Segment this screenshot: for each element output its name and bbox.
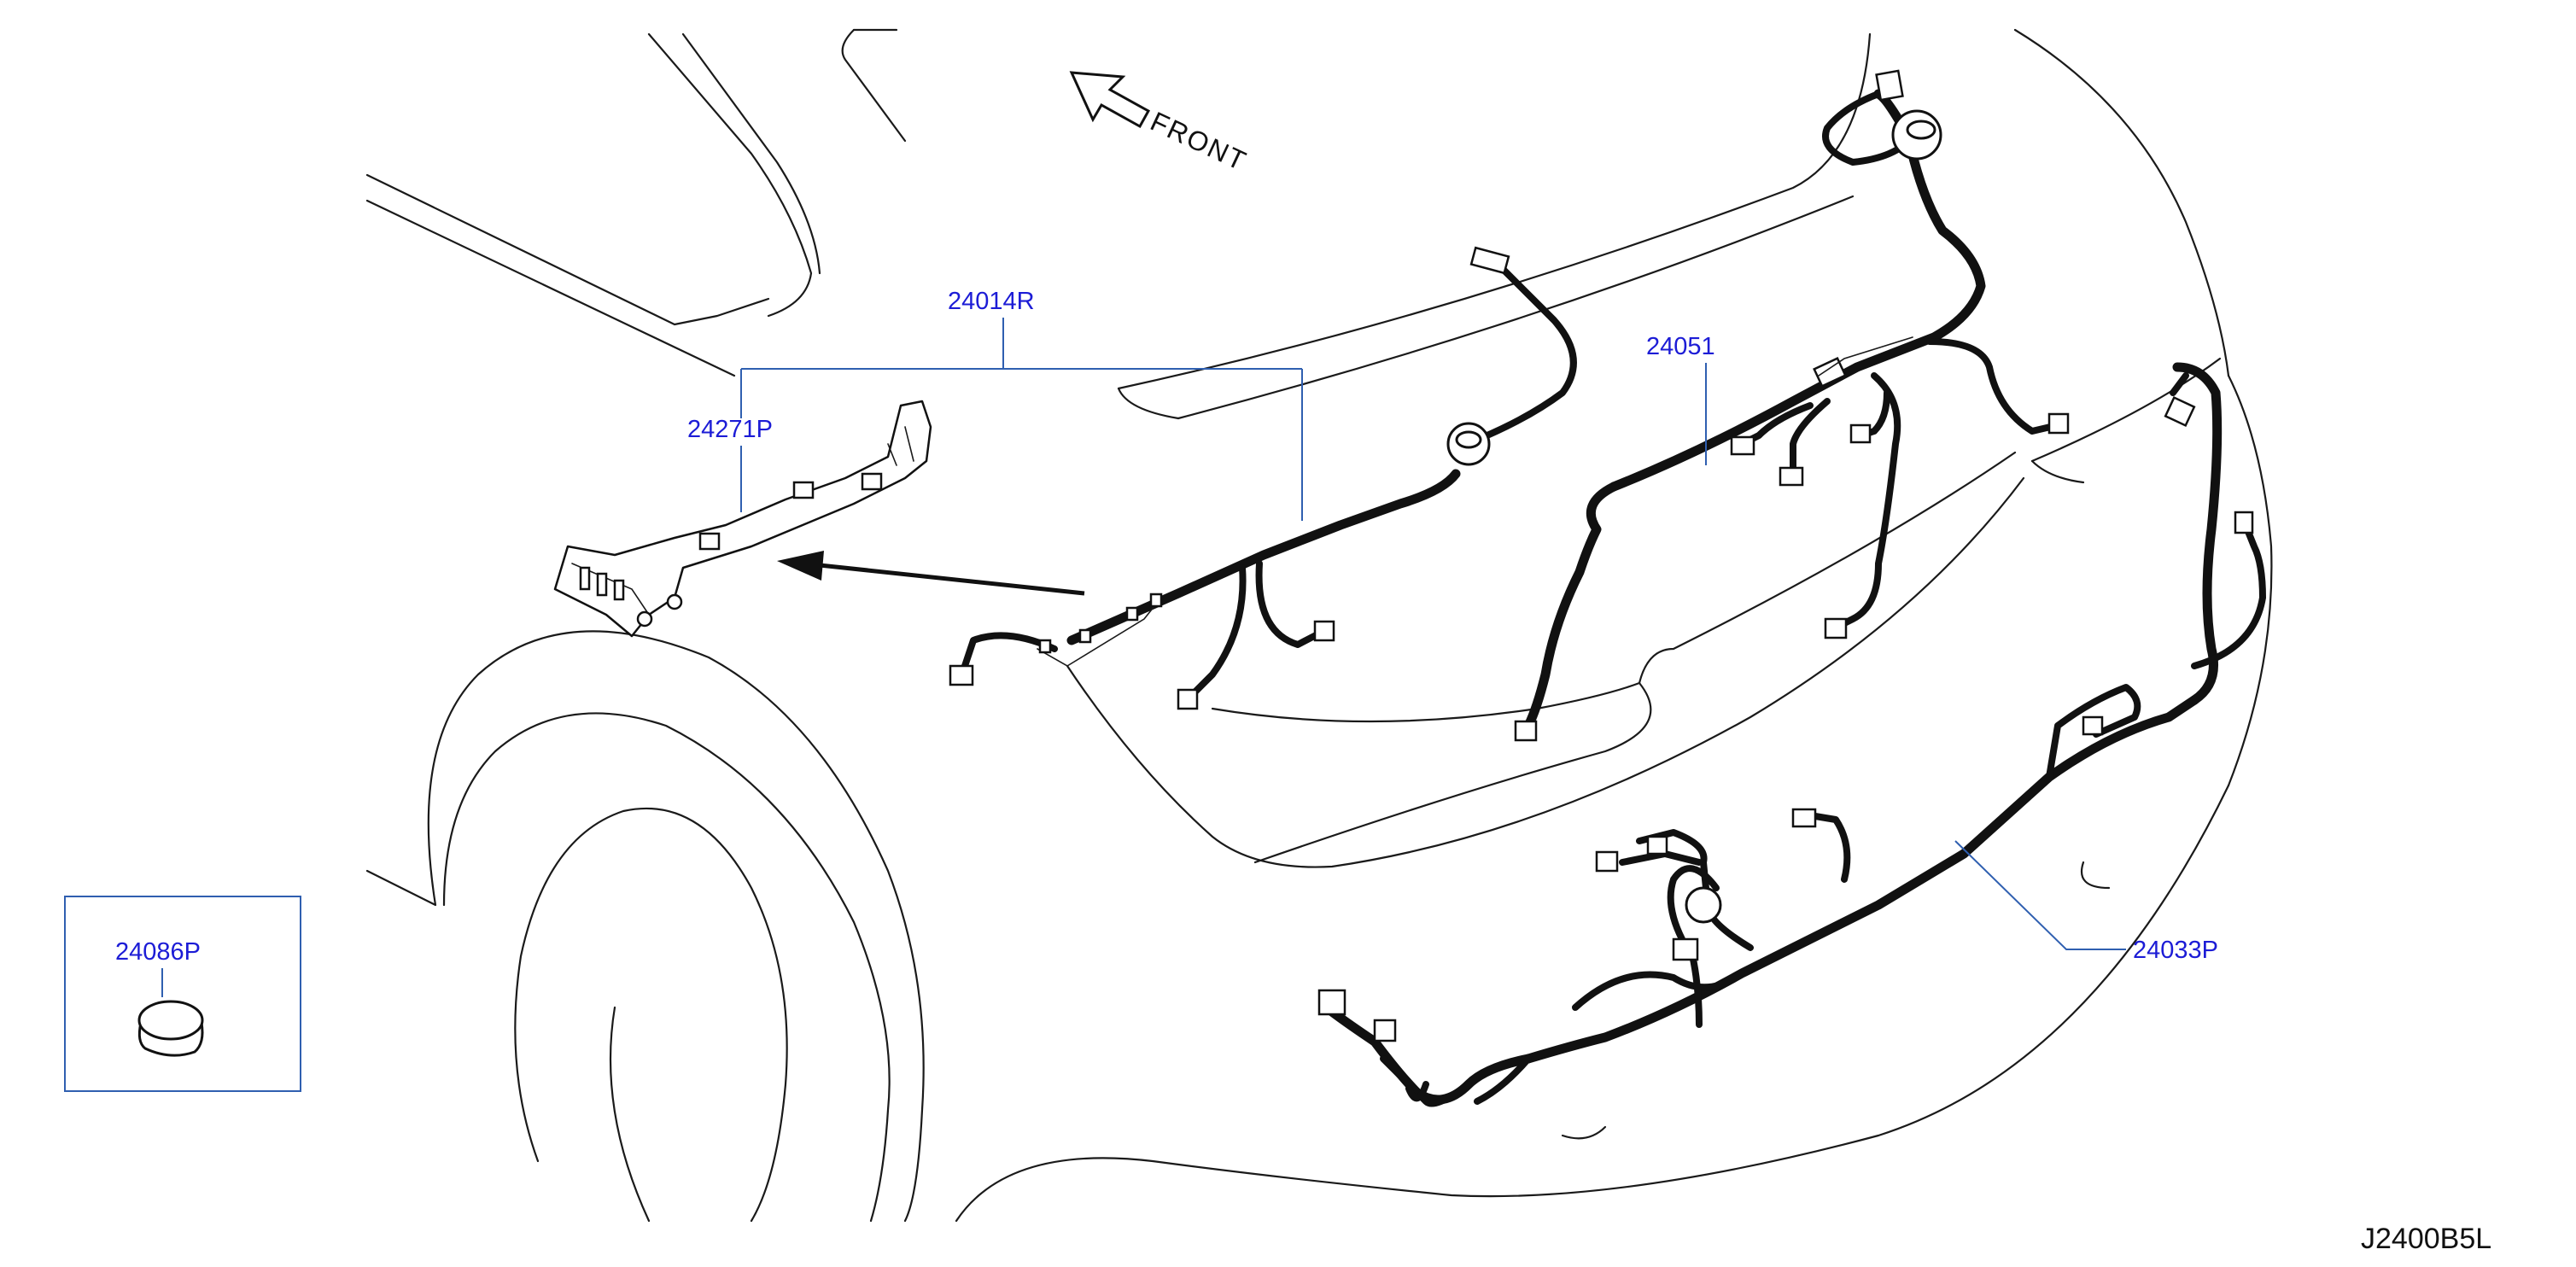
- front-direction-label: FRONT: [1146, 106, 1252, 177]
- vehicle-body-outline: [365, 28, 2273, 1223]
- diagram-code: J2400B5L: [2361, 1223, 2491, 1255]
- part-label-24014R: 24014R: [948, 288, 1035, 315]
- label-24033P-group: 24033P: [1954, 840, 2218, 964]
- front-direction-arrow-icon: [1069, 71, 1151, 129]
- harness-24051: [1514, 69, 2070, 742]
- part-label-24271P: 24271P: [687, 416, 773, 443]
- part-label-24051: 24051: [1646, 333, 1715, 360]
- grommet-plug-24086P: [137, 1000, 204, 1057]
- part-label-24033P: 24033P: [2133, 937, 2218, 964]
- part-label-24086P: 24086P: [115, 938, 201, 966]
- harness-24014R: [949, 246, 1577, 710]
- label-24271P-group: 24271P: [687, 416, 773, 512]
- label-24014R-group: 24014R: [740, 288, 1303, 521]
- label-24051-group: 24051: [1646, 333, 1715, 465]
- harness-bracket-24271P: [553, 400, 932, 638]
- harness-24033P: [1317, 362, 2266, 1107]
- inset-box-24086P: 24086P: [64, 896, 301, 1092]
- detail-arrow-icon: [777, 551, 1085, 596]
